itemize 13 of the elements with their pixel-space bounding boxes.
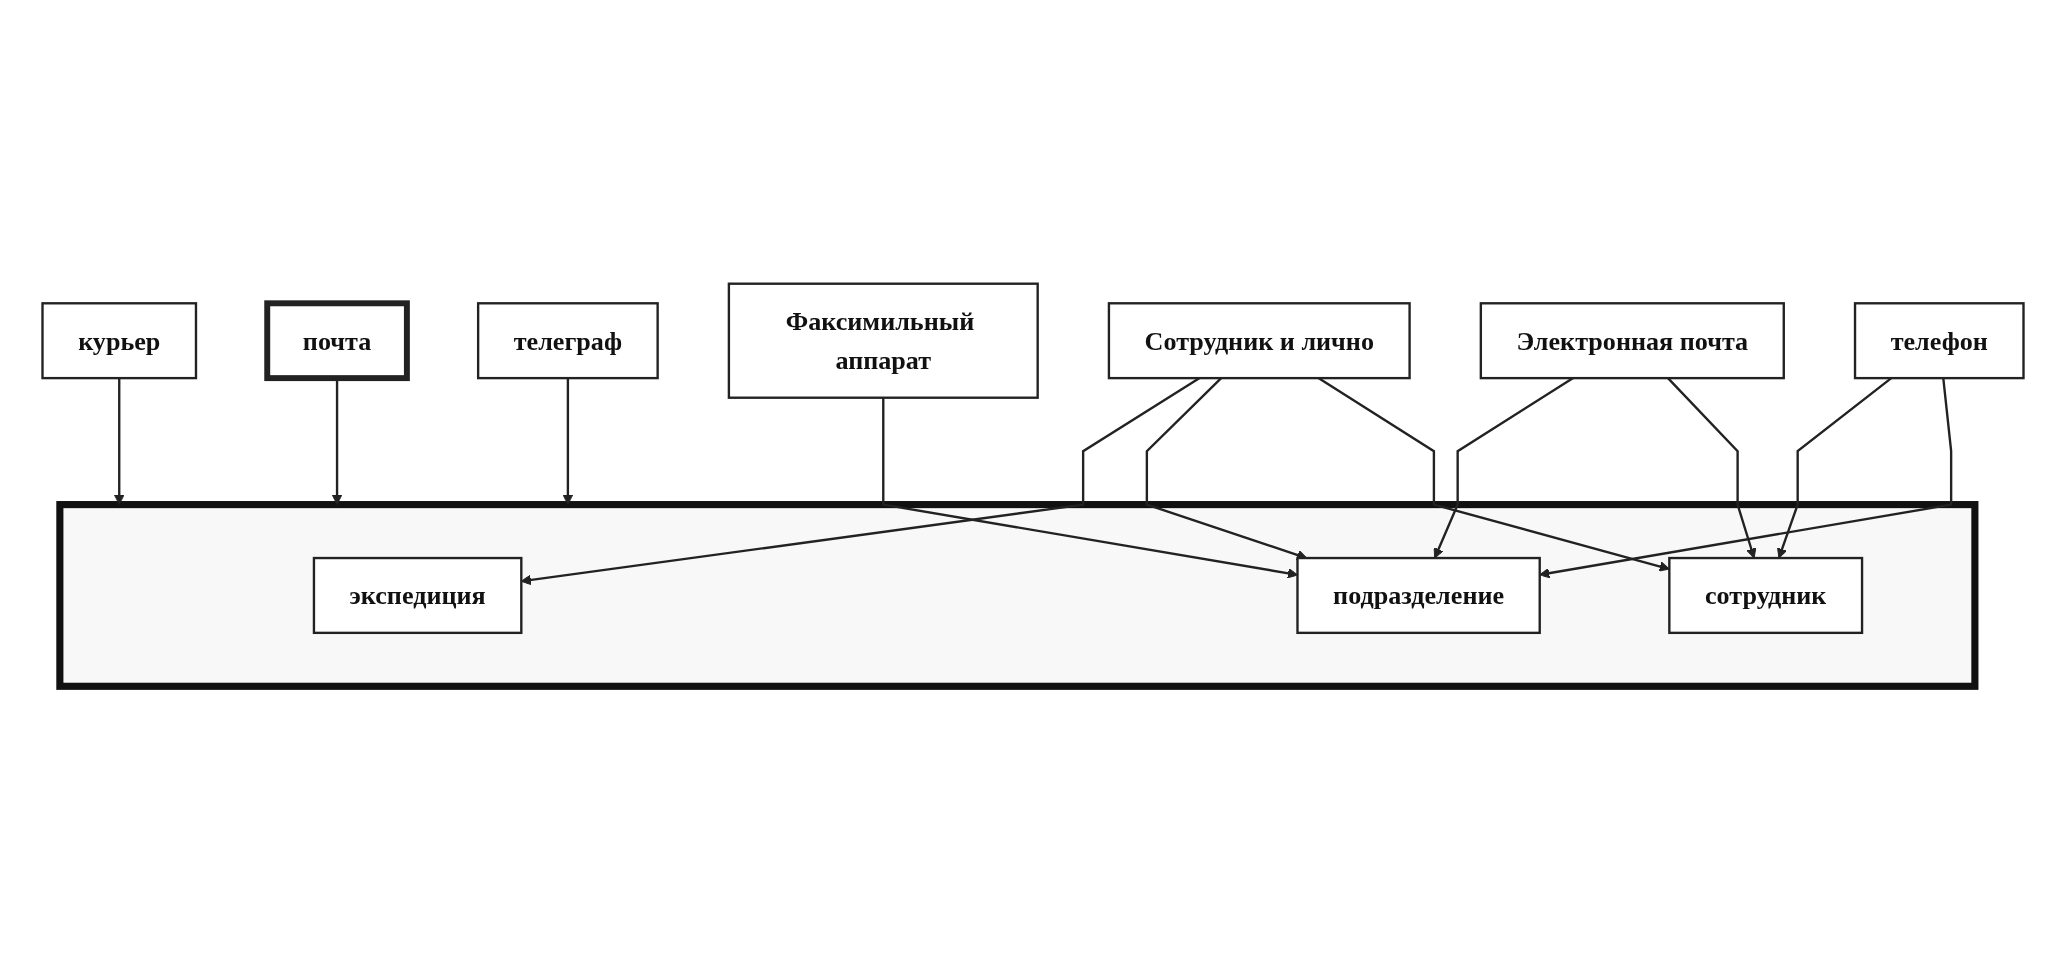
- node-box: Факсимильный аппарат: [727, 282, 1039, 399]
- node-box: телеграф: [476, 301, 659, 379]
- arrow: [562, 377, 573, 505]
- node-box: подразделение: [1295, 556, 1541, 634]
- node-box: почта: [263, 299, 410, 381]
- node-box: телефон: [1853, 301, 2025, 379]
- node-box: Электронная почта: [1479, 301, 1785, 379]
- node-box: Сотрудник и лично: [1107, 301, 1411, 379]
- node-box: курьер: [40, 301, 197, 379]
- arrow: [113, 377, 124, 505]
- node-box: экспедиция: [312, 556, 522, 634]
- cluster: [55, 500, 1978, 690]
- node-box: сотрудник: [1667, 556, 1863, 634]
